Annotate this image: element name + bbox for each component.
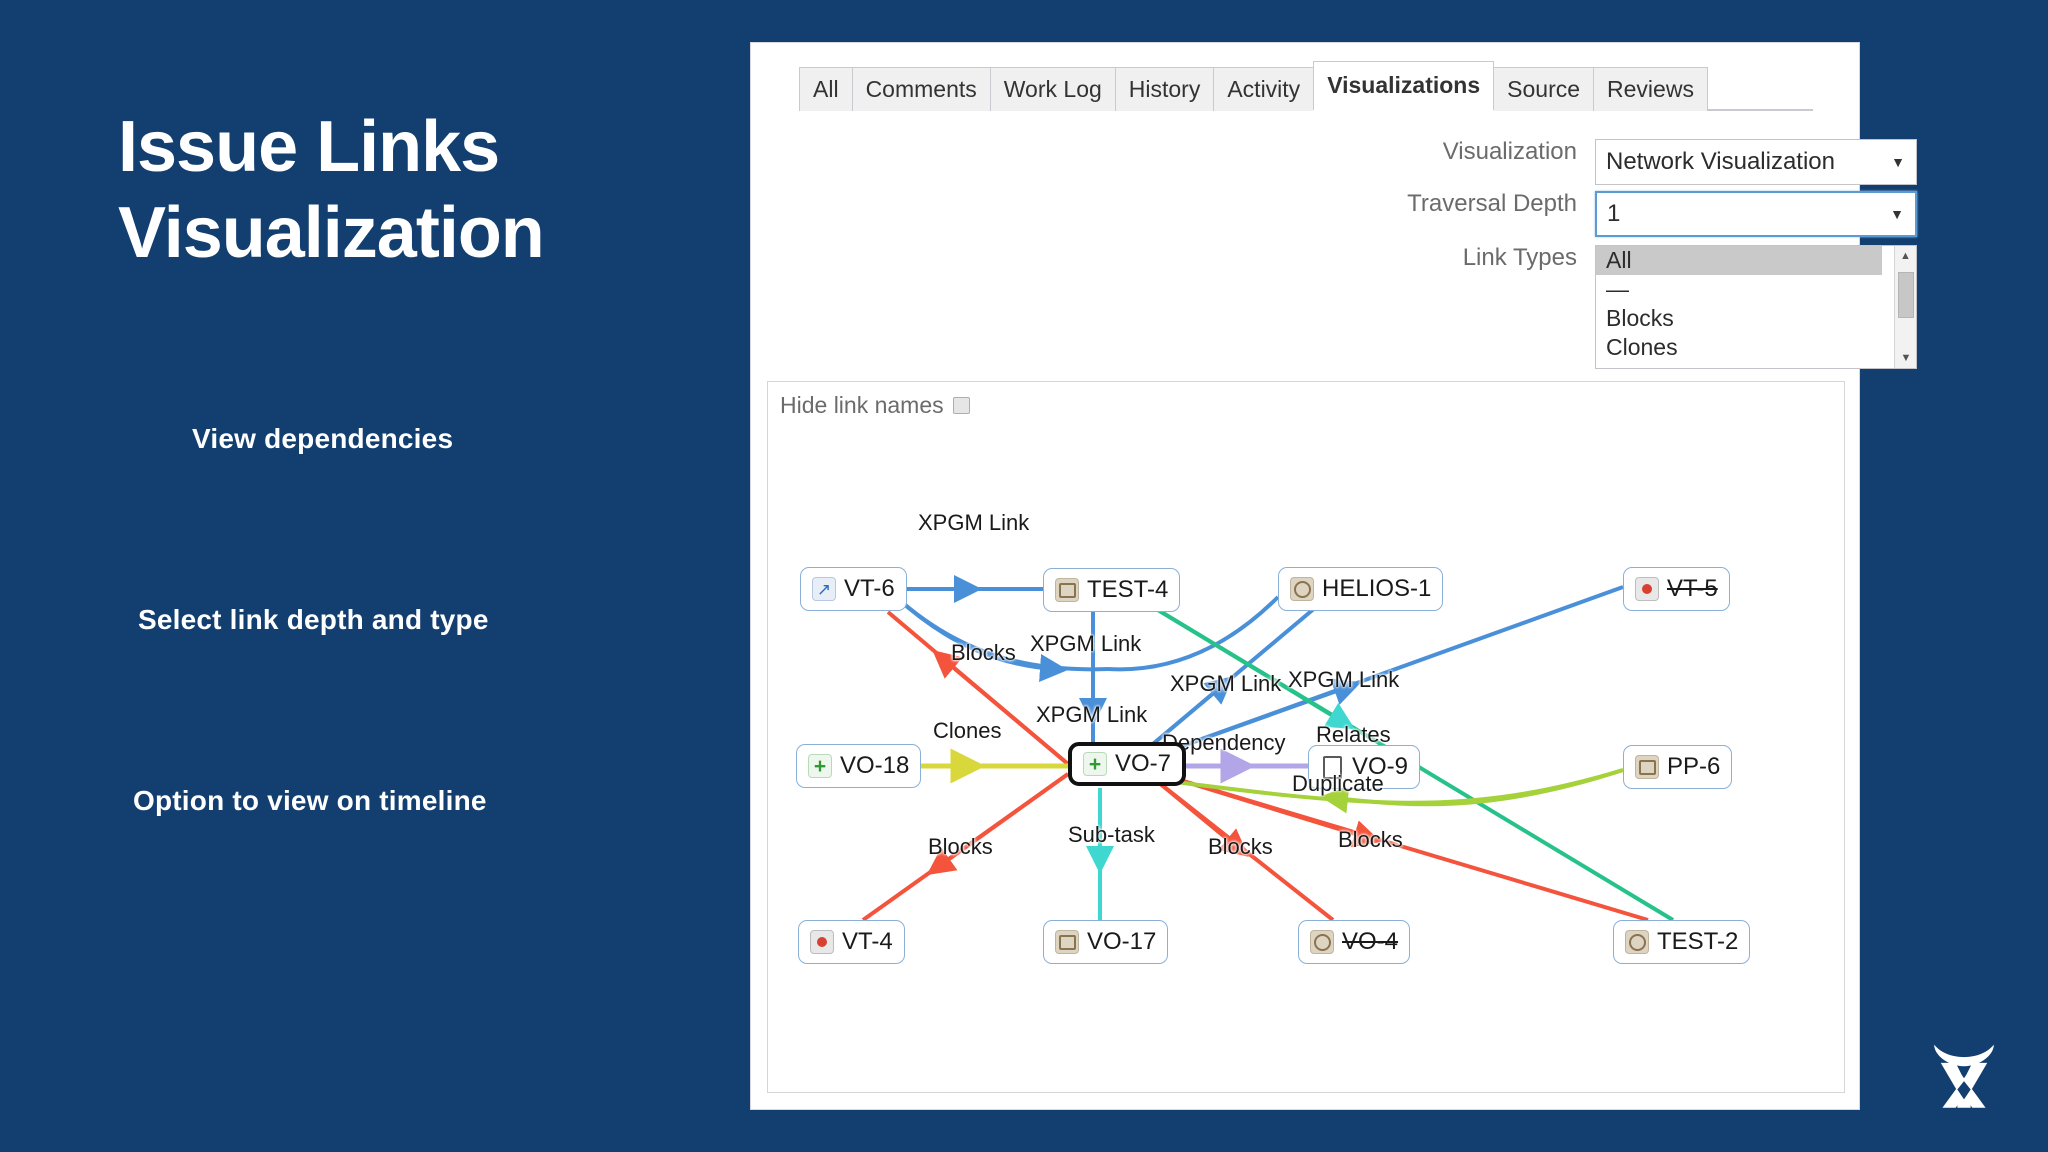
slide-left-panel: Issue Links Visualization View dependenc… [0,0,760,1152]
scroll-down-icon[interactable]: ▼ [1900,352,1912,364]
feature-bullet-view-on-timeline: Option to view on timeline [133,785,487,816]
edge-label-blocks: Blocks [928,834,993,859]
traversal-depth-label: Traversal Depth [1407,190,1577,217]
graph-node-vt-5[interactable]: VT-5 [1623,567,1730,611]
hide-link-names-label: Hide link names [780,392,944,418]
issue-tab-bar: All Comments Work Log History Activity V… [799,61,1813,111]
graph-node-label: VT-6 [844,575,895,602]
edge-label-xpgm-link: XPGM Link [1030,631,1142,656]
graph-node-helios-1[interactable]: HELIOS-1 [1278,567,1444,611]
tab-comments[interactable]: Comments [851,67,991,111]
feature-bullet-select-link-depth: Select link depth and type [138,604,489,635]
link-type-option-divider[interactable]: — [1606,276,1629,302]
graph-node-vo-7-focal[interactable]: VO-7 [1068,742,1187,786]
visualization-label: Visualization [1442,138,1577,165]
graph-node-vo-17[interactable]: VO-17 [1043,920,1169,964]
edge-label-duplicate: Duplicate [1292,771,1384,796]
scroll-up-icon[interactable]: ▲ [1900,250,1911,262]
network-graph-panel: Hide link names [767,381,1845,1093]
graph-node-label: TEST-2 [1657,928,1739,955]
tab-source[interactable]: Source [1493,67,1595,111]
document-icon [1320,755,1344,779]
graph-node-vt-6[interactable]: VT-6 [800,567,907,611]
feature-bullet-view-dependencies: View dependencies [192,423,454,454]
graph-node-label: VO-7 [1115,750,1172,777]
bug-icon [1635,577,1659,601]
chevron-down-icon: ▼ [1891,154,1905,170]
hide-link-names-control[interactable]: Hide link names [780,392,970,419]
graph-node-label: VO-18 [840,752,910,779]
graph-node-vo-9[interactable]: VO-9 [1308,745,1421,789]
traversal-depth-select[interactable]: 1 ▼ [1595,191,1917,237]
graph-node-label: VT-4 [842,928,893,955]
edge-label-relates: Relates [1316,722,1391,747]
visualization-row: Visualization Network Visualization ▼ [1361,138,1917,185]
graph-node-label: PP-6 [1667,753,1721,780]
tab-history[interactable]: History [1114,67,1215,111]
scrollbar-thumb[interactable] [1898,272,1914,318]
link-types-scrollbar[interactable]: ▲ ▼ [1894,246,1916,368]
graph-node-label: VO-4 [1342,928,1399,955]
page-title: Issue Links Visualization [118,104,738,277]
link-type-option-clones[interactable]: Clones [1606,334,1678,360]
graph-node-pp-6[interactable]: PP-6 [1623,745,1733,789]
edge-label-xpgm-link: XPGM Link [1288,667,1400,692]
graph-node-label: VO-17 [1087,928,1157,955]
graph-node-vt-4[interactable]: VT-4 [798,920,905,964]
edge-label-clones: Clones [933,718,1002,743]
edge-label-blocks: Blocks [1208,834,1273,859]
new-feature-icon [808,754,832,778]
tab-work-log[interactable]: Work Log [989,67,1116,111]
story-icon [1635,755,1659,779]
new-feature-icon [1083,752,1107,776]
graph-node-label: HELIOS-1 [1322,575,1432,602]
link-type-option-all[interactable]: All [1596,246,1882,275]
link-types-listbox[interactable]: All — Blocks Clones ▲ ▼ [1595,245,1917,369]
graph-node-label: VO-9 [1352,753,1409,780]
graph-edges-layer [861,575,1675,922]
page-title-line-2: Visualization [118,193,545,274]
traversal-depth-row: Traversal Depth 1 ▼ [1361,190,1917,237]
edge-label-blocks: Blocks [951,640,1016,665]
task-icon [1625,930,1649,954]
tab-reviews[interactable]: Reviews [1593,67,1708,111]
link-types-row: Link Types All — Blocks Clones ▲ ▼ [1361,244,1917,369]
edge-label-xpgm-link: XPGM Link [918,510,1030,535]
visualization-select[interactable]: Network Visualization ▼ [1595,139,1917,185]
tab-all[interactable]: All [799,67,853,111]
visualization-select-value: Network Visualization [1606,148,1835,175]
graph-node-test-4[interactable]: TEST-4 [1043,568,1181,612]
tab-activity[interactable]: Activity [1213,67,1315,111]
graph-node-vo-18[interactable]: VO-18 [796,744,922,788]
graph-node-vo-4[interactable]: VO-4 [1298,920,1411,964]
task-icon [1310,930,1334,954]
graph-node-label: VT-5 [1667,575,1718,602]
hide-link-names-checkbox[interactable] [952,397,970,414]
link-type-option-blocks[interactable]: Blocks [1606,305,1674,331]
edge-label-xpgm-link: XPGM Link [1170,671,1282,696]
graph-node-test-2[interactable]: TEST-2 [1613,920,1751,964]
chevron-down-icon: ▼ [1890,206,1904,222]
edge-label-xpgm-link: XPGM Link [1036,702,1148,727]
page-title-line-1: Issue Links [118,107,500,187]
brand-logo-icon [1934,1044,1994,1108]
story-icon [1055,578,1079,602]
graph-node-label: TEST-4 [1087,576,1169,603]
edge-label-blocks: Blocks [1338,827,1403,852]
edge-label-sub-task: Sub-task [1068,822,1155,847]
bug-icon [810,930,834,954]
issue-detail-card: All Comments Work Log History Activity V… [750,42,1917,1110]
tab-visualizations[interactable]: Visualizations [1313,61,1495,111]
story-icon [1055,930,1079,954]
traversal-depth-select-value: 1 [1607,200,1621,227]
improvement-icon [812,577,836,601]
task-icon [1290,577,1314,601]
link-types-label: Link Types [1462,244,1577,271]
